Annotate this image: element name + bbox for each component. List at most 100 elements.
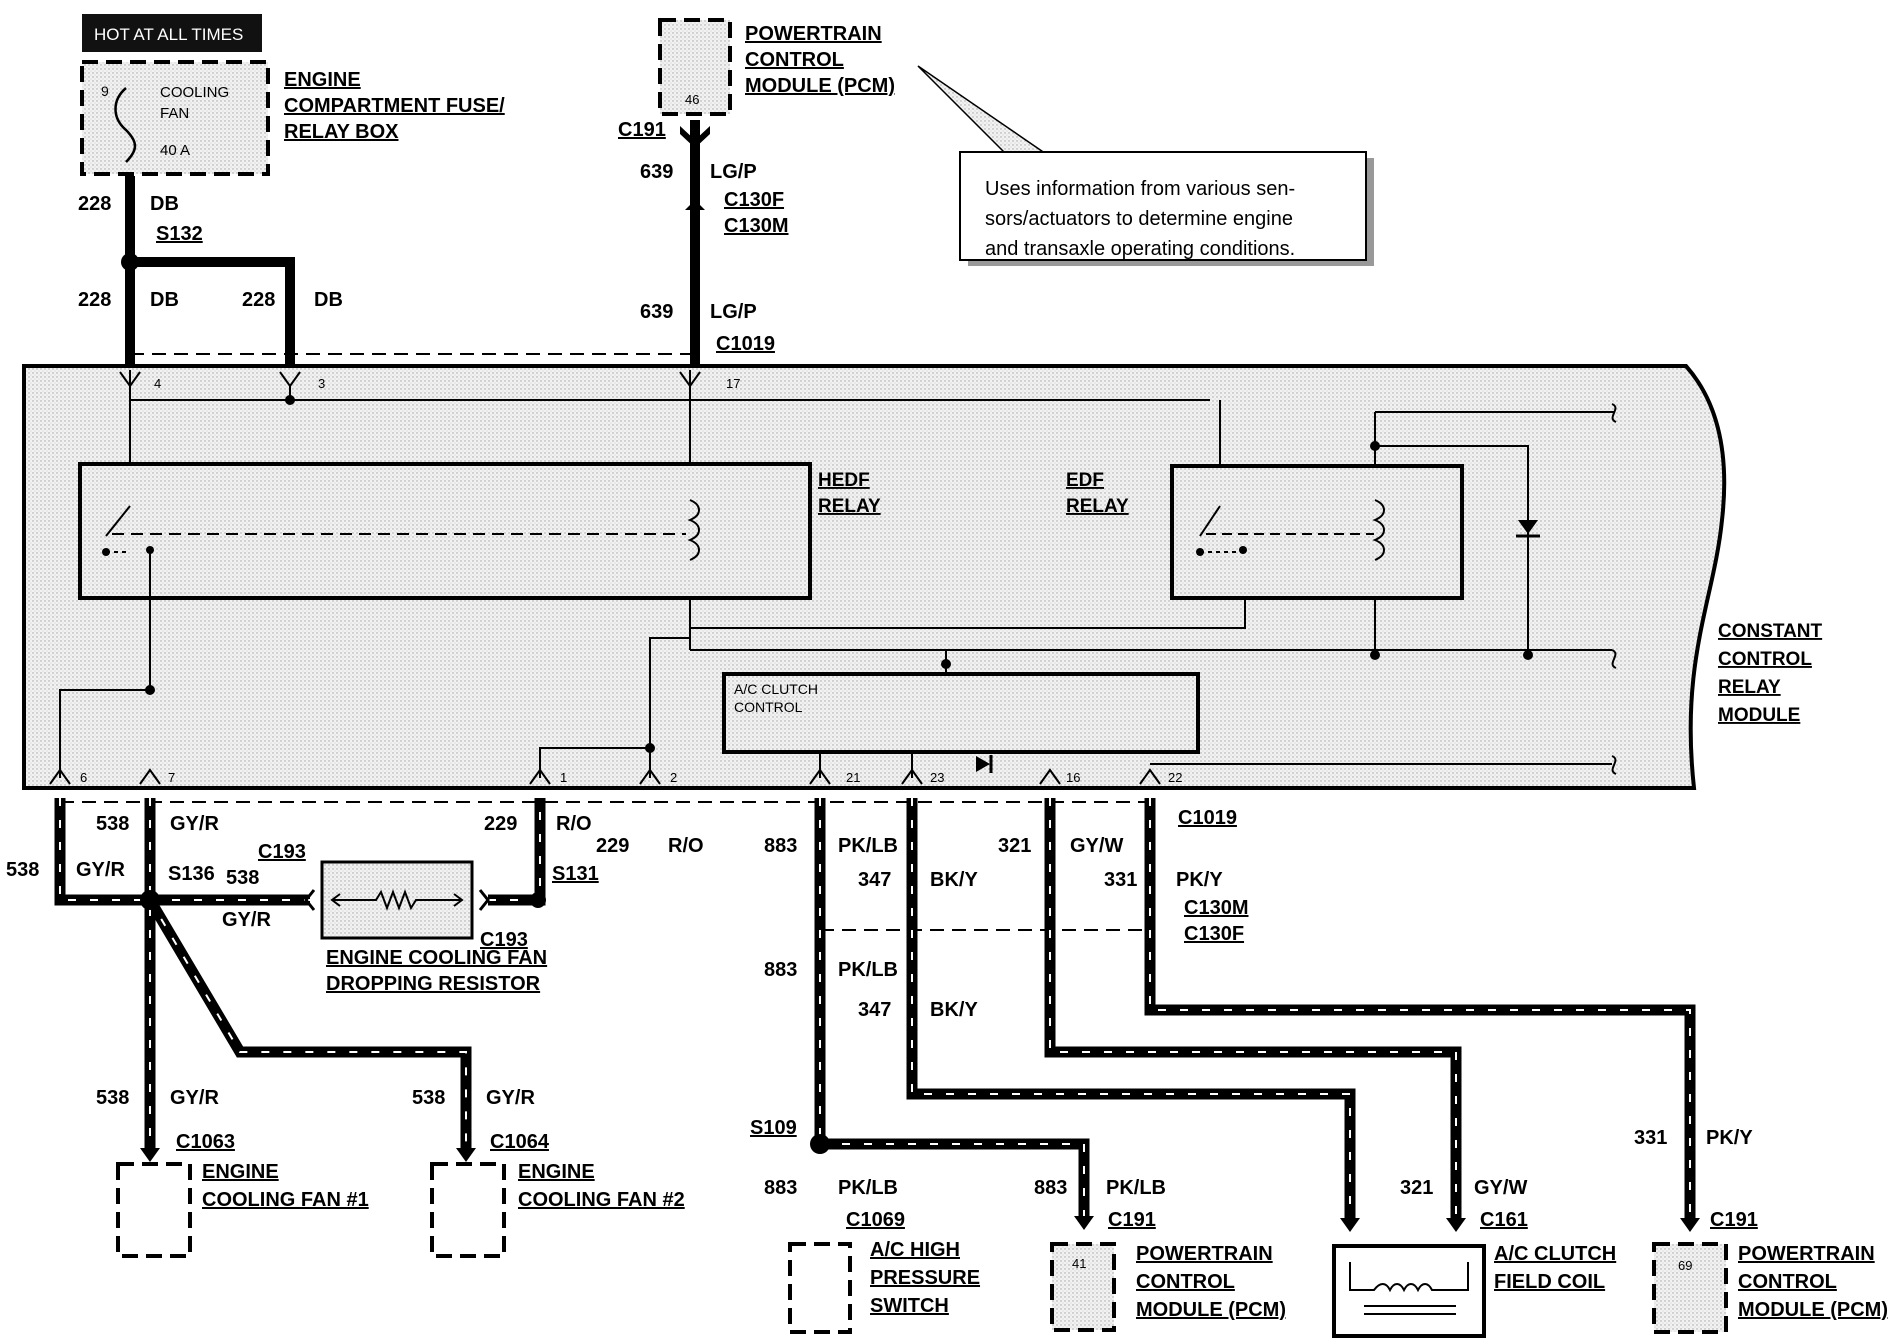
svg-text:1: 1 — [560, 770, 567, 785]
svg-text:C191: C191 — [618, 119, 666, 141]
svg-text:S109: S109 — [750, 1117, 797, 1139]
svg-text:883: 883 — [764, 959, 797, 981]
svg-text:SWITCH: SWITCH — [870, 1295, 949, 1317]
svg-text:C1064: C1064 — [490, 1131, 550, 1153]
ac-clutch-control-box — [722, 672, 1200, 754]
pcm-top-pin: 46 — [685, 92, 699, 107]
power-label-box — [82, 14, 262, 52]
svg-text:MODULE (PCM): MODULE (PCM) — [1738, 1299, 1888, 1321]
svg-text:228: 228 — [78, 193, 111, 215]
pcm-note — [959, 151, 1367, 261]
svg-text:228: 228 — [78, 289, 111, 311]
svg-text:PK/Y: PK/Y — [1706, 1127, 1753, 1149]
splice-s132-dot — [121, 253, 139, 271]
note-pointer — [917, 65, 1055, 159]
svg-text:R/O: R/O — [668, 835, 704, 857]
svg-text:4: 4 — [154, 376, 161, 391]
svg-text:C130M: C130M — [724, 215, 788, 237]
svg-text:BK/Y: BK/Y — [930, 999, 978, 1021]
svg-text:MODULE (PCM): MODULE (PCM) — [1136, 1299, 1286, 1321]
svg-text:PK/LB: PK/LB — [838, 959, 898, 981]
svg-text:538: 538 — [226, 867, 259, 889]
svg-text:COMPARTMENT FUSE/: COMPARTMENT FUSE/ — [284, 95, 505, 117]
svg-text:883: 883 — [1034, 1177, 1067, 1199]
svg-text:CONTROL: CONTROL — [1136, 1271, 1235, 1293]
svg-text:331: 331 — [1634, 1127, 1667, 1149]
edf-relay-box — [1170, 464, 1464, 600]
svg-text:RELAY BOX: RELAY BOX — [284, 121, 399, 143]
svg-text:C1069: C1069 — [846, 1209, 905, 1231]
svg-text:S132: S132 — [156, 223, 203, 245]
fuse-icon — [114, 87, 137, 163]
svg-text:COOLING: COOLING — [160, 84, 229, 101]
svg-text:331: 331 — [1104, 869, 1137, 891]
fuse-box: 9 COOLING FAN 40 A — [80, 60, 270, 176]
top-wire-labels: 228 DB S132 228 DB 228 DB C191 639 LG/P … — [78, 119, 788, 355]
svg-text:3: 3 — [318, 376, 325, 391]
svg-text:PRESSURE: PRESSURE — [870, 1267, 980, 1289]
svg-text:538: 538 — [96, 1087, 129, 1109]
svg-text:228: 228 — [242, 289, 275, 311]
svg-text:ENGINE: ENGINE — [518, 1161, 595, 1183]
svg-text:RELAY: RELAY — [1718, 677, 1781, 698]
edf-label: EDF RELAY — [1066, 470, 1129, 517]
svg-text:MODULE (PCM): MODULE (PCM) — [745, 75, 895, 97]
svg-text:GY/W: GY/W — [1474, 1177, 1527, 1199]
svg-text:GY/R: GY/R — [76, 859, 125, 881]
svg-text:321: 321 — [998, 835, 1031, 857]
svg-text:GY/R: GY/R — [170, 1087, 219, 1109]
svg-text:A/C CLUTCH: A/C CLUTCH — [1494, 1243, 1616, 1265]
hedf-switch — [105, 505, 686, 690]
svg-text:6: 6 — [80, 770, 87, 785]
svg-text:C130F: C130F — [724, 189, 784, 211]
svg-text:R/O: R/O — [556, 813, 592, 835]
diode-icon — [1516, 520, 1540, 538]
svg-text:C1019: C1019 — [716, 333, 775, 355]
svg-text:883: 883 — [764, 1177, 797, 1199]
svg-text:ENGINE: ENGINE — [284, 69, 361, 91]
bottom-pins — [49, 768, 1161, 785]
svg-text:LG/P: LG/P — [710, 301, 757, 323]
svg-text:PK/LB: PK/LB — [1106, 1177, 1166, 1199]
svg-text:22: 22 — [1168, 770, 1182, 785]
svg-text:21: 21 — [846, 770, 860, 785]
svg-text:DB: DB — [150, 193, 179, 215]
pcm41-box — [1050, 1242, 1116, 1332]
component-connectors: C1063 C1064 C1069 C191 C161 C191 — [176, 1131, 1758, 1231]
svg-text:639: 639 — [640, 161, 673, 183]
svg-text:347: 347 — [858, 999, 891, 1021]
svg-text:PK/Y: PK/Y — [1176, 869, 1223, 891]
svg-text:C130M: C130M — [1184, 897, 1248, 919]
svg-text:and transaxle operating condit: and transaxle operating conditions. — [985, 238, 1295, 260]
svg-text:CONTROL: CONTROL — [745, 49, 844, 71]
svg-text:69: 69 — [1678, 1258, 1692, 1273]
fuse-pin: 9 — [101, 83, 109, 99]
top-pins — [119, 371, 701, 400]
pcm69-box — [1652, 1242, 1728, 1334]
splice-s131-dot — [530, 892, 546, 908]
svg-text:2: 2 — [670, 770, 677, 785]
svg-text:7: 7 — [168, 770, 175, 785]
svg-text:POWERTRAIN: POWERTRAIN — [1738, 1243, 1875, 1265]
svg-text:C130F: C130F — [1184, 923, 1244, 945]
svg-text:538: 538 — [96, 813, 129, 835]
svg-text:PK/LB: PK/LB — [838, 835, 898, 857]
svg-text:639: 639 — [640, 301, 673, 323]
svg-text:40 A: 40 A — [160, 142, 190, 159]
svg-text:HEDF: HEDF — [818, 470, 870, 491]
svg-text:POWERTRAIN: POWERTRAIN — [1136, 1243, 1273, 1265]
svg-text:41: 41 — [1072, 1256, 1086, 1271]
svg-text:C1063: C1063 — [176, 1131, 235, 1153]
pcm-top-title: POWERTRAIN CONTROL MODULE (PCM) — [745, 23, 895, 97]
svg-text:COOLING FAN #2: COOLING FAN #2 — [518, 1189, 685, 1211]
svg-text:S131: S131 — [552, 863, 599, 885]
svg-text:GY/W: GY/W — [1070, 835, 1123, 857]
svg-text:ENGINE COOLING FAN: ENGINE COOLING FAN — [326, 947, 547, 969]
svg-text:C191: C191 — [1710, 1209, 1758, 1231]
svg-text:16: 16 — [1066, 770, 1080, 785]
svg-text:DROPPING RESISTOR: DROPPING RESISTOR — [326, 973, 541, 995]
svg-text:17: 17 — [726, 376, 740, 391]
svg-text:321: 321 — [1400, 1177, 1433, 1199]
svg-text:PK/LB: PK/LB — [838, 1177, 898, 1199]
